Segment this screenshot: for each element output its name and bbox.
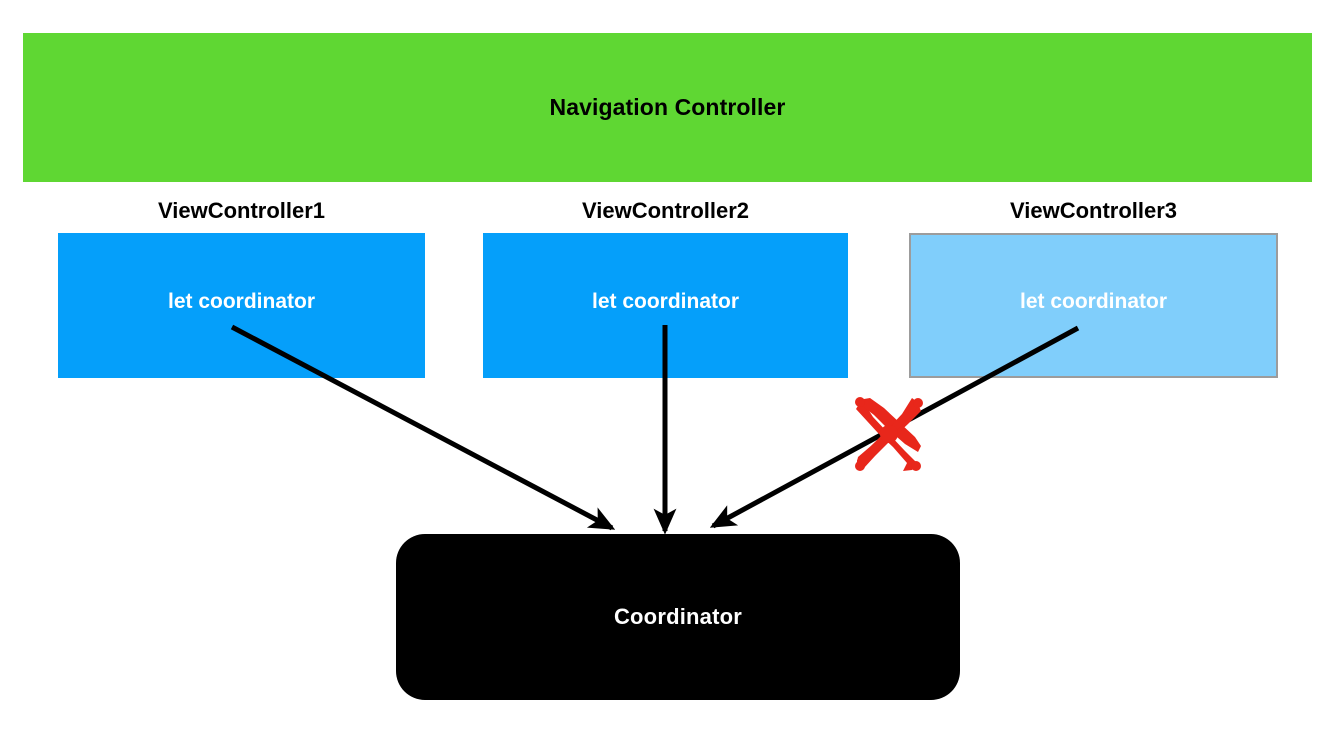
view-controller-2-title: ViewController2: [581, 198, 750, 223]
view-controller-1-property-label: let coordinator: [167, 289, 315, 313]
view-controller-2-box: let coordinator: [483, 233, 848, 378]
view-controller-1-box: let coordinator: [58, 233, 425, 378]
coordinator-label: Coordinator: [613, 604, 743, 629]
red-x-mark-icon: [855, 397, 923, 471]
navigation-controller-label: Navigation Controller: [549, 94, 786, 120]
navigation-controller-box: Navigation Controller: [23, 33, 1312, 182]
view-controller-3-box: let coordinator: [909, 233, 1278, 378]
view-controller-3-title: ViewController3: [1009, 198, 1178, 223]
coordinator-box: Coordinator: [396, 534, 960, 700]
view-controller-2-property-label: let coordinator: [591, 289, 739, 313]
view-controller-3-property-label: let coordinator: [1019, 289, 1167, 313]
view-controller-1-title: ViewController1: [157, 198, 326, 223]
